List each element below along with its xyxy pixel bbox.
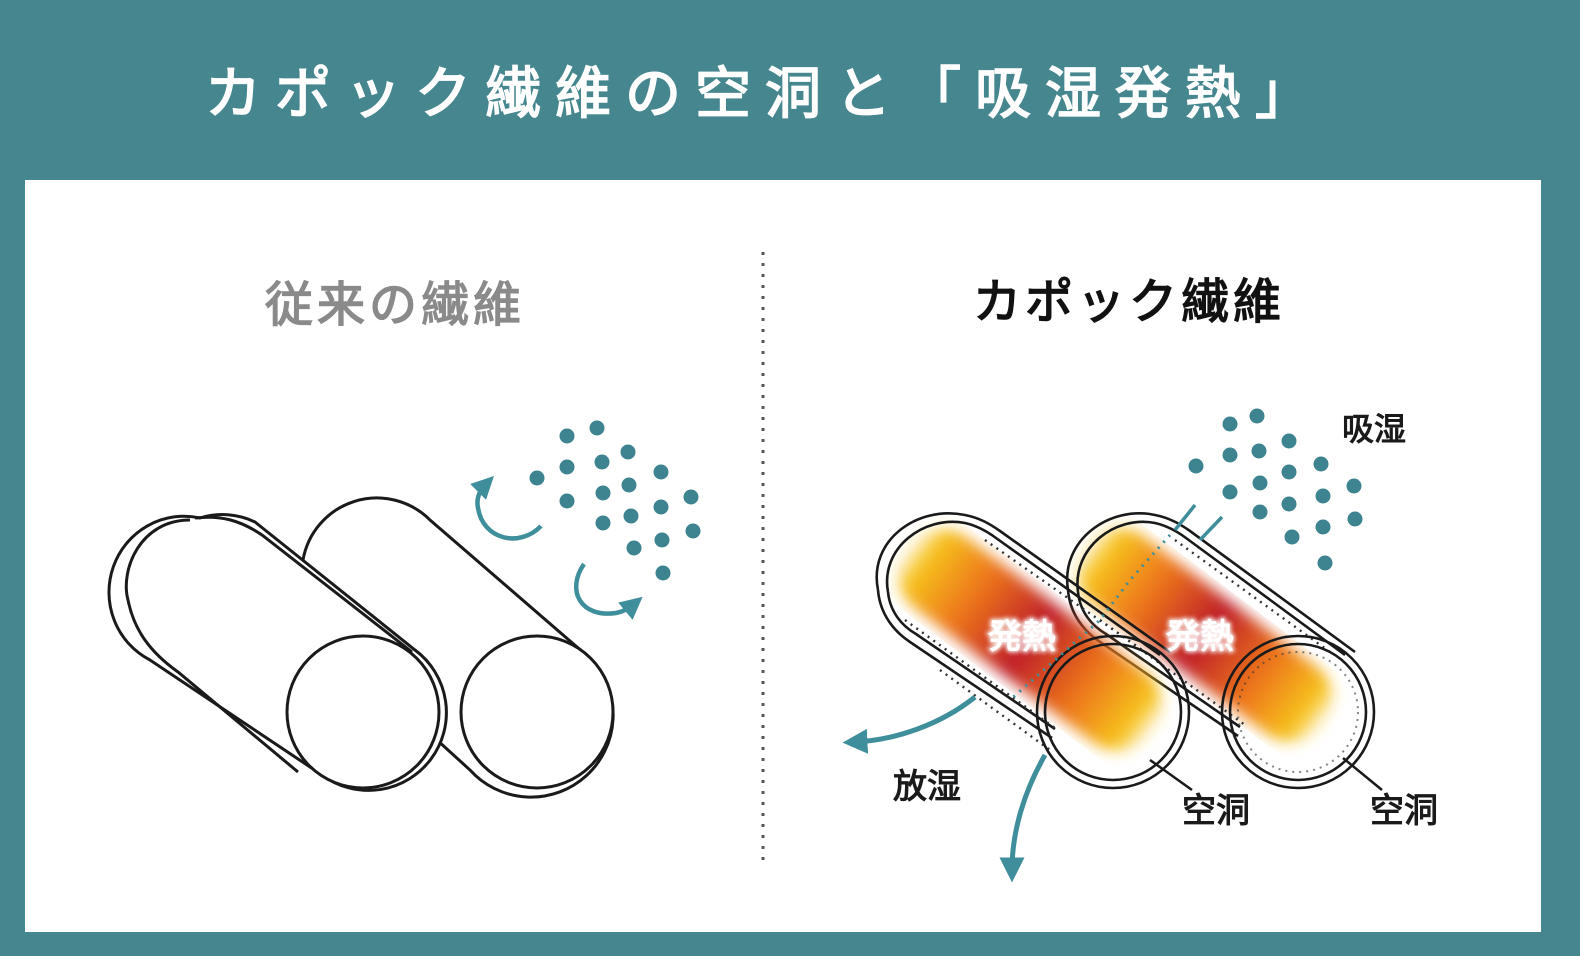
release-arrow-left: [842, 695, 977, 754]
moisture-entry-lines: [1173, 503, 1224, 542]
hollow-label-1: 空洞: [1182, 791, 1250, 831]
conventional-fiber-left: [107, 496, 615, 799]
svg-text:発熱: 発熱: [1166, 617, 1234, 657]
moisture-dots-left: [529, 420, 701, 581]
release-arrow-down: [999, 753, 1048, 883]
heat-label-1-glow: 発熱: [987, 616, 1058, 659]
kapok-fiber-heading: カポック繊維: [973, 274, 1286, 330]
bounce-arrow-up: [470, 476, 543, 541]
heat-label-2: 発熱: [1166, 617, 1234, 657]
moisture-dots-right: [1188, 408, 1363, 571]
svg-text:発熱: 発熱: [988, 617, 1056, 657]
absorb-label: 吸湿: [1342, 410, 1406, 448]
kapok-fiber-left: [875, 512, 1191, 790]
bounce-arrow-right: [573, 562, 643, 620]
heat-label-2-glow: 発熱: [1165, 616, 1236, 659]
conventional-fiber-heading: 従来の繊維: [265, 277, 526, 333]
hollow-leader-1: [1149, 758, 1193, 792]
page-title: カポック繊維の空洞と「吸湿発熱」: [205, 62, 1325, 127]
hollow-leader-2: [1342, 757, 1383, 791]
hollow-label-2: 空洞: [1370, 791, 1438, 831]
release-label: 放湿: [893, 767, 961, 807]
heat-label-1: 発熱: [988, 617, 1056, 657]
